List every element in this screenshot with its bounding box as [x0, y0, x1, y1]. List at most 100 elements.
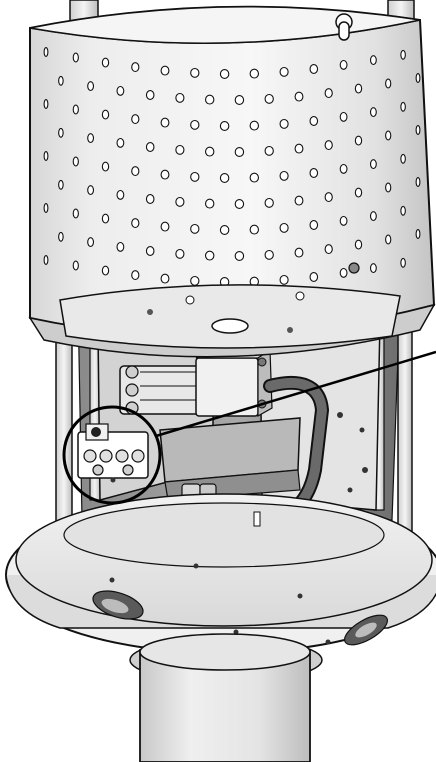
vent-hole [204, 146, 215, 157]
vent-hole [175, 144, 185, 155]
vent-hole [190, 67, 200, 78]
pole-body [139, 649, 311, 762]
vent-hole [175, 92, 185, 103]
vent-hole [43, 255, 49, 265]
vent-hole [160, 221, 170, 232]
vent-hole [339, 59, 348, 70]
terminal-block [77, 423, 149, 483]
vent-hole [309, 272, 319, 282]
vent-hole [131, 114, 140, 125]
vent-hole [87, 81, 95, 92]
vent-hole [249, 224, 260, 235]
vent-hole [415, 177, 421, 187]
base-flange [5, 493, 436, 654]
ventilation-holes [43, 47, 421, 287]
vent-hole [87, 237, 95, 248]
vent-hole [131, 270, 140, 281]
vent-hole [190, 223, 200, 234]
vent-hole [131, 62, 140, 73]
vent-hole [101, 57, 110, 68]
callout-circle [62, 405, 162, 505]
vent-hole [87, 185, 95, 196]
vent-hole [175, 248, 185, 259]
vent-hole [369, 159, 377, 170]
vent-hole [58, 179, 64, 190]
vent-hole [294, 247, 304, 258]
vent-hole [400, 153, 406, 164]
vent-hole [101, 109, 110, 120]
vent-hole [116, 189, 125, 200]
vent-hole [43, 47, 49, 57]
vent-hole [58, 75, 64, 86]
keyhole-slot [335, 13, 353, 41]
vent-hole [204, 250, 215, 261]
vent-hole [339, 215, 348, 226]
vent-hole [309, 220, 319, 230]
vent-hole [294, 143, 304, 154]
vent-hole [43, 99, 49, 109]
vent-hole [264, 93, 274, 104]
shroud-bottom-plate [59, 284, 401, 349]
vent-hole [204, 198, 215, 209]
vent-hole [234, 147, 245, 157]
vent-hole [294, 91, 304, 102]
vent-hole [369, 211, 377, 222]
vent-hole [324, 88, 333, 99]
vent-hole [160, 273, 170, 284]
vent-hole [219, 121, 230, 131]
vent-hole [324, 244, 333, 255]
vent-hole [101, 161, 110, 172]
vent-hole [339, 163, 348, 174]
vent-hole [145, 90, 155, 100]
vent-hole [58, 127, 64, 138]
vent-hole [160, 65, 170, 76]
vent-hole [190, 119, 200, 130]
vent-hole [116, 241, 125, 252]
vent-hole [415, 229, 421, 239]
vent-hole [385, 130, 392, 141]
vent-hole [116, 85, 125, 96]
vent-hole [219, 69, 230, 79]
vent-hole [234, 199, 245, 209]
vent-hole [204, 94, 215, 105]
vent-hole [309, 64, 319, 74]
vent-hole [415, 125, 421, 135]
vent-hole [339, 267, 348, 278]
vent-hole [309, 116, 319, 126]
vent-hole [415, 73, 421, 83]
vent-hole [145, 246, 155, 256]
vent-hole [249, 68, 260, 79]
vent-hole [294, 195, 304, 206]
vent-hole [175, 196, 185, 207]
vent-hole [279, 222, 289, 233]
vent-hole [145, 142, 155, 152]
vent-hole [369, 263, 377, 274]
vent-hole [249, 172, 260, 183]
vent-hole [354, 83, 363, 94]
vent-hole [354, 135, 363, 146]
vent-hole [131, 166, 140, 177]
callout-leader-line [155, 350, 436, 438]
vent-hole [385, 234, 392, 245]
vent-hole [72, 260, 79, 271]
vent-hole [101, 265, 110, 276]
vent-hole [72, 52, 79, 63]
vent-hole [354, 239, 363, 250]
vent-hole [385, 182, 392, 193]
vent-hole [264, 249, 274, 260]
vent-hole [279, 274, 289, 285]
vent-hole [279, 66, 289, 77]
vent-hole [72, 208, 79, 219]
vent-hole [116, 137, 125, 148]
vent-hole [279, 118, 289, 129]
vent-hole [72, 104, 79, 115]
vent-hole [400, 205, 406, 216]
vent-hole [309, 168, 319, 178]
vent-hole [354, 187, 363, 198]
vent-hole [87, 133, 95, 144]
vent-hole [324, 192, 333, 203]
vent-hole [190, 275, 200, 286]
vent-hole [234, 251, 245, 261]
center-port [211, 318, 249, 334]
